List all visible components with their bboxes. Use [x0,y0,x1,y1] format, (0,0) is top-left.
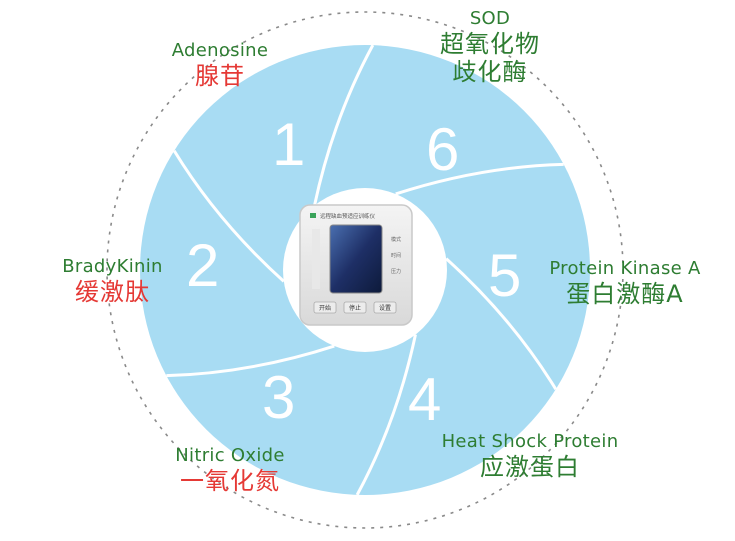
label-protein-kinase-a: Protein Kinase A 蛋白激酶A [535,258,715,308]
segment-number-6: 6 [426,116,460,183]
device-side-key: 模式 [391,236,401,243]
device-side-key: 压力 [391,268,401,275]
label-cn: 超氧化物 [440,29,540,58]
label-en: Heat Shock Protein [441,431,619,452]
device-button: 开始 [313,301,337,314]
device-header-text: 远程缺血预适应训练仪 [320,212,376,220]
label-adenosine: Adenosine 腺苷 [160,40,280,90]
device-side-key: 时间 [391,252,401,259]
segment-divider [355,334,417,496]
label-heat-shock-protein: Heat Shock Protein 应激蛋白 [420,431,640,481]
segment-divider [395,162,564,196]
label-en: Adenosine [171,40,269,61]
segment-number-4: 4 [408,366,442,433]
label-cn: 一氧化氮 [180,466,280,495]
segment-divider [445,257,558,391]
label-cn-line2: 歧化酶 [452,58,528,87]
segment-number-5: 5 [488,242,522,309]
svg-text:开始: 开始 [319,304,331,312]
label-en: Protein Kinase A [549,258,701,279]
label-nitric-oxide: Nitric Oxide 一氧化氮 [150,445,310,495]
svg-text:设置: 设置 [379,304,391,312]
label-en: Nitric Oxide [175,445,285,466]
label-en: BradyKinin [62,256,163,277]
label-bradykinin: BradyKinin 缓激肽 [40,256,185,306]
segment-divider [172,149,285,283]
label-cn: 应激蛋白 [480,452,580,481]
label-cn: 腺苷 [195,61,245,90]
device-image: 远程缺血预适应训练仪 模式时间压力 开始 停止 设置 [296,201,416,331]
label-sod: SOD 超氧化物 歧化酶 [425,8,555,87]
svg-text:停止: 停止 [349,304,361,312]
label-cn: 蛋白激酶A [566,279,684,308]
device-screen [329,224,383,294]
label-cn: 缓激肽 [75,277,150,306]
segment-number-2: 2 [186,232,220,299]
segment-number-1: 1 [272,111,306,178]
segment-divider [313,44,375,206]
device-button: 停止 [343,301,367,314]
label-en: SOD [469,8,511,29]
device-button: 设置 [373,301,397,314]
segment-number-3: 3 [262,364,296,431]
dashed-outer-ring [106,11,624,529]
segment-divider [166,344,335,378]
